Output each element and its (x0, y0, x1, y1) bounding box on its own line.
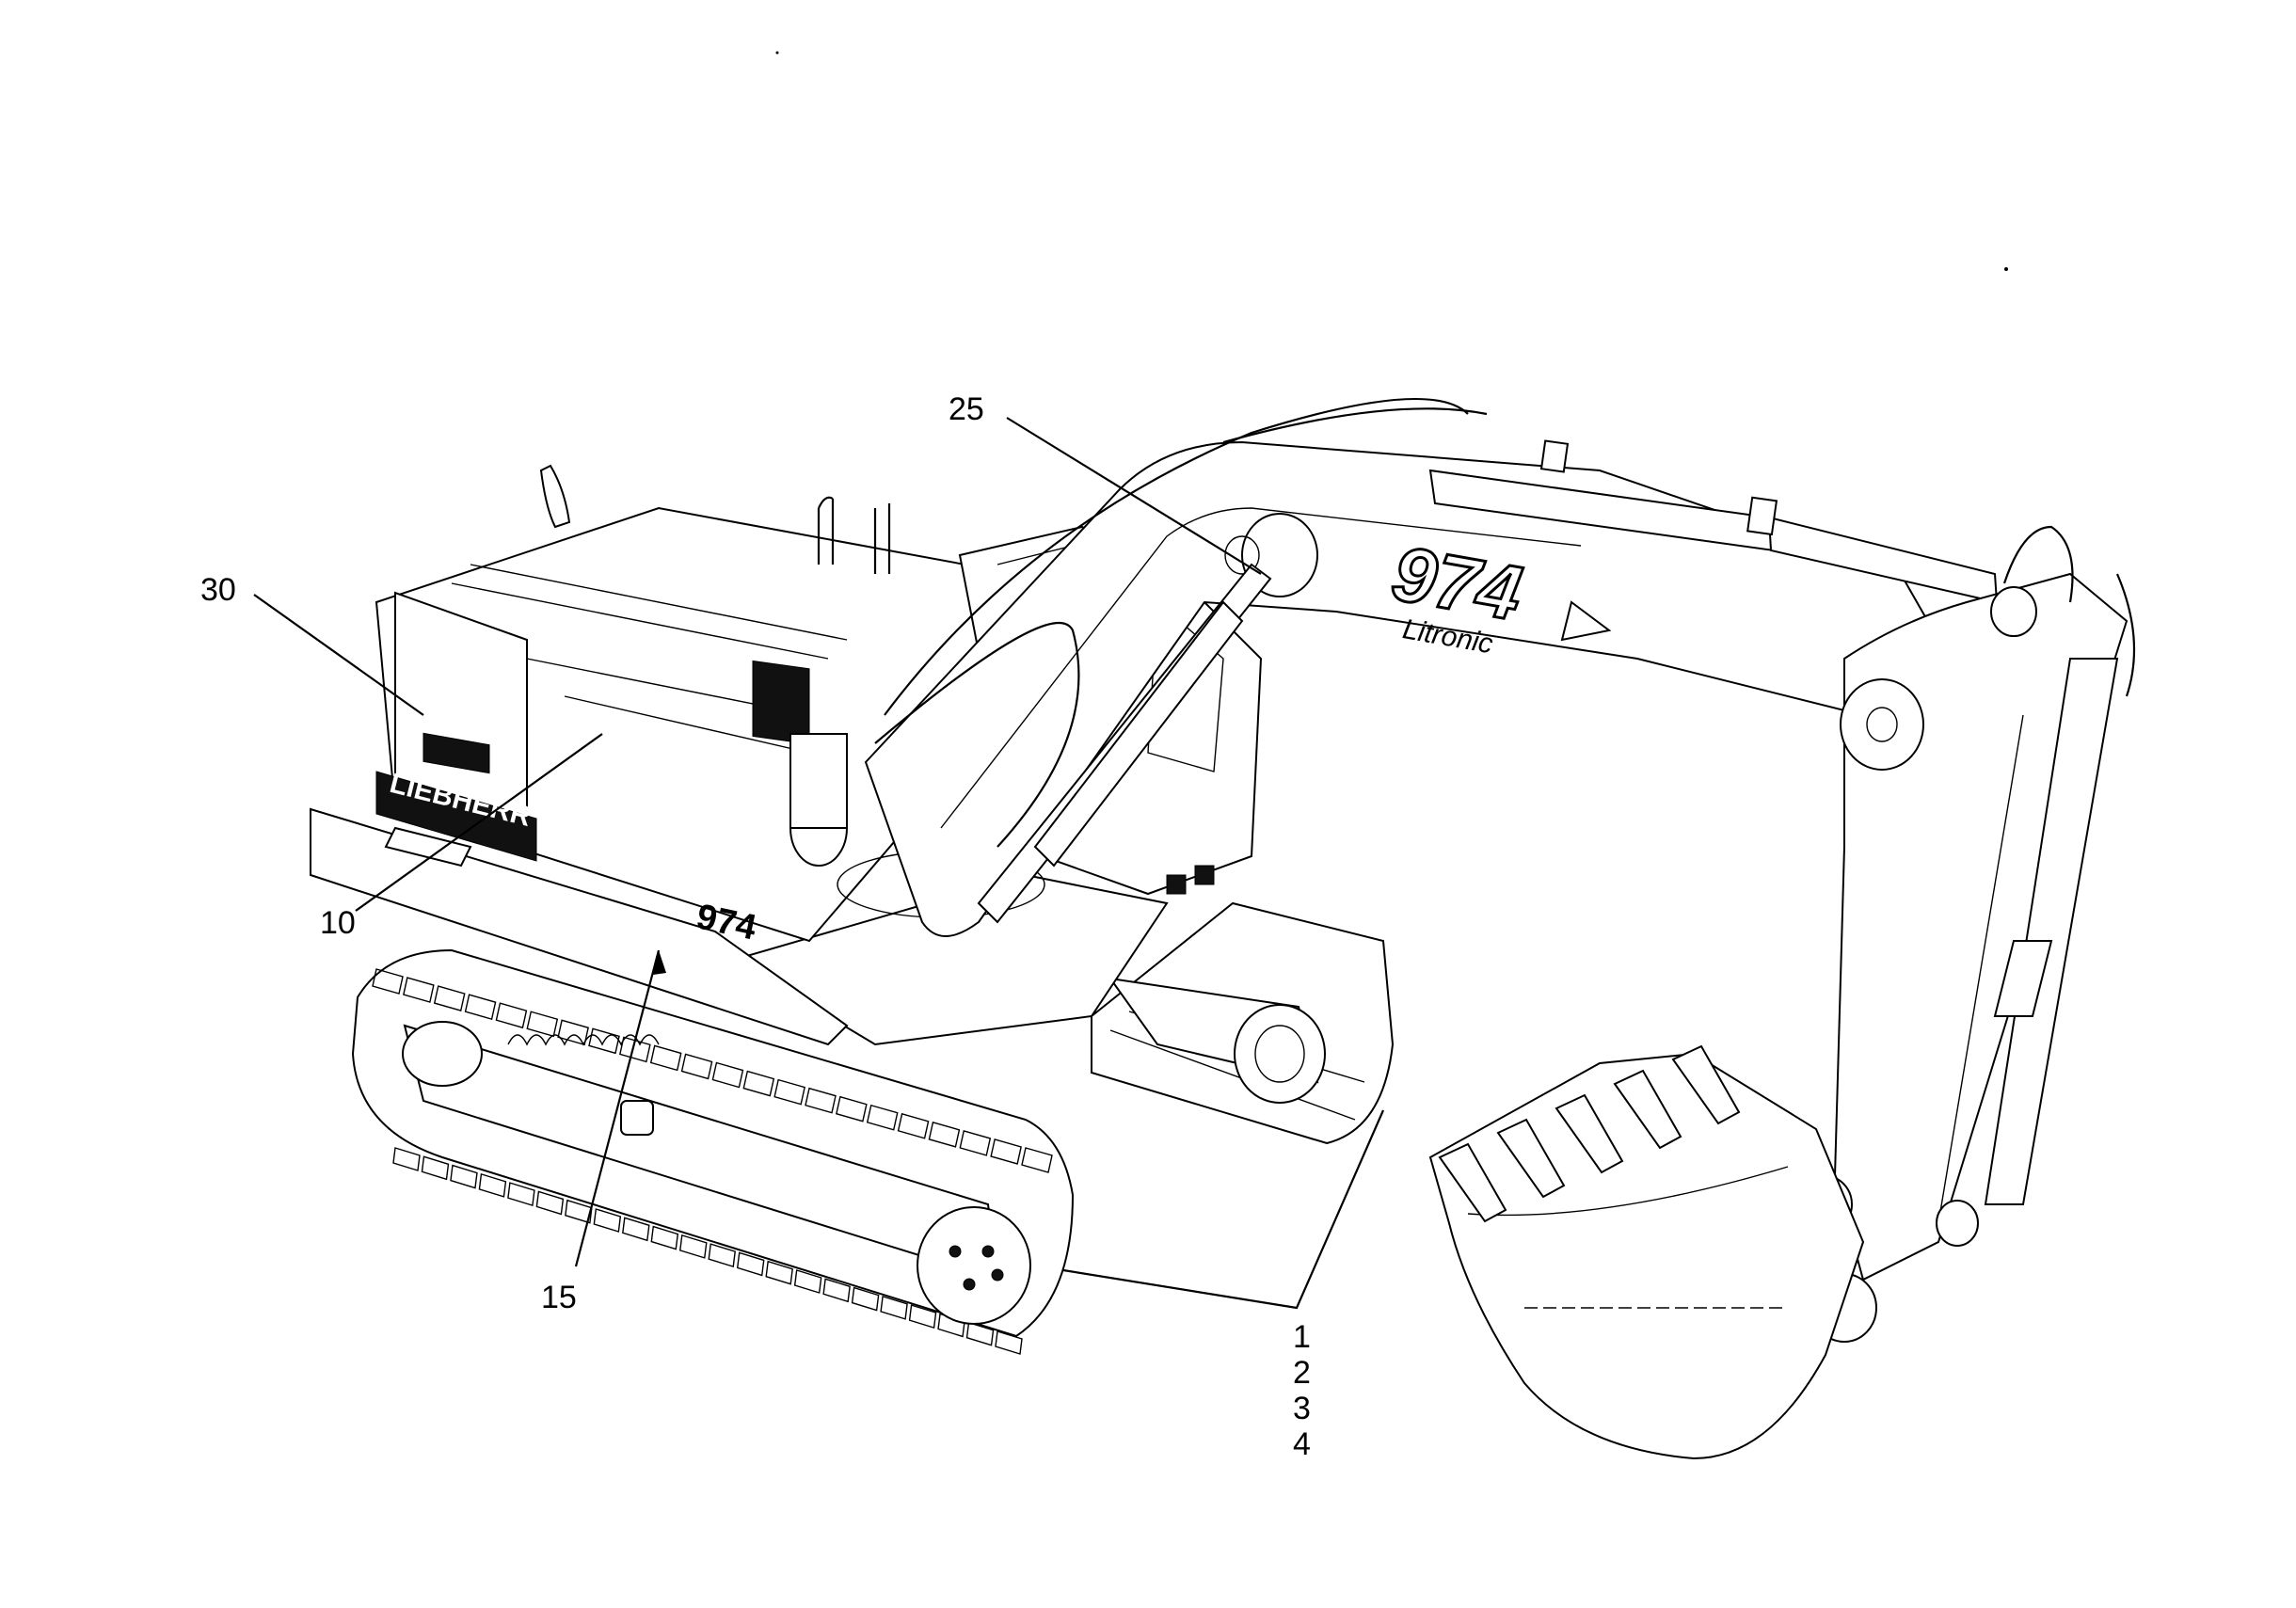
track-pad (708, 1243, 737, 1268)
track-pad (765, 1260, 793, 1285)
track-pad (507, 1182, 535, 1207)
track-pad (959, 1130, 992, 1156)
bucket (1428, 1044, 1865, 1460)
track-pad (793, 1269, 822, 1294)
track-pad (965, 1321, 995, 1346)
bucket-tooth (1671, 1044, 1741, 1125)
track-pad (1021, 1147, 1053, 1173)
callout-30: 30 (200, 572, 236, 608)
bucket-tooth (1613, 1069, 1682, 1150)
track-pad (622, 1217, 650, 1242)
track-pad (495, 1002, 528, 1029)
track-pad (897, 1112, 930, 1139)
track-pad (403, 977, 435, 1003)
front-track (351, 948, 1075, 1355)
bucket-teeth (1438, 1044, 1741, 1223)
callout-1: 1 (1293, 1319, 1311, 1355)
track-pad (736, 1251, 765, 1277)
track-pad (678, 1234, 708, 1259)
track-pad (565, 1199, 593, 1224)
track-pad (822, 1278, 851, 1303)
callout-15: 15 (541, 1280, 577, 1315)
track-pad (650, 1225, 679, 1250)
track-pad (908, 1304, 937, 1329)
track-pad (464, 994, 497, 1021)
callout-labels: 25 30 10 15 1 2 3 4 (200, 391, 1311, 1462)
track-pad (421, 1155, 450, 1181)
track-pad (851, 1286, 880, 1312)
track-pad (773, 1078, 805, 1106)
brand-logo-icon (1560, 600, 1612, 642)
callout-2: 2 (1293, 1355, 1311, 1391)
track-pad (535, 1190, 565, 1216)
track-pad (880, 1295, 908, 1320)
track-pad (866, 1104, 899, 1131)
callout-10: 10 (320, 905, 356, 941)
track-pad (649, 1044, 682, 1072)
callout-25: 25 (949, 391, 984, 427)
bucket-tooth (1496, 1118, 1566, 1199)
callout-leaders (253, 417, 1385, 1310)
track-pad (588, 1027, 620, 1055)
track-pad (372, 968, 404, 995)
stick-cylinder (1428, 439, 1999, 604)
callout-3: 3 (1293, 1391, 1311, 1426)
track-pad (450, 1164, 478, 1189)
callout-4: 4 (1293, 1426, 1311, 1462)
track-pad (928, 1121, 961, 1148)
track-pad (478, 1172, 507, 1198)
track-pad (557, 1019, 589, 1046)
bucket-tooth (1555, 1093, 1624, 1174)
track-pad (995, 1330, 1023, 1355)
track-pad (392, 1147, 421, 1171)
track-pad (990, 1138, 1022, 1165)
track-pad (836, 1095, 868, 1122)
rear-track (1091, 901, 1395, 1145)
upper-structure: LIEBHERR 974 (310, 464, 1045, 1046)
track-pad (593, 1208, 622, 1233)
track-pad (742, 1070, 775, 1097)
track-pad (711, 1061, 744, 1089)
boom: 974 Litronic (864, 397, 1940, 937)
bucket-tooth (1438, 1142, 1507, 1223)
track-pad (680, 1053, 713, 1080)
track-pad (805, 1087, 837, 1114)
track-pad (526, 1011, 559, 1038)
track-pad (433, 985, 466, 1011)
